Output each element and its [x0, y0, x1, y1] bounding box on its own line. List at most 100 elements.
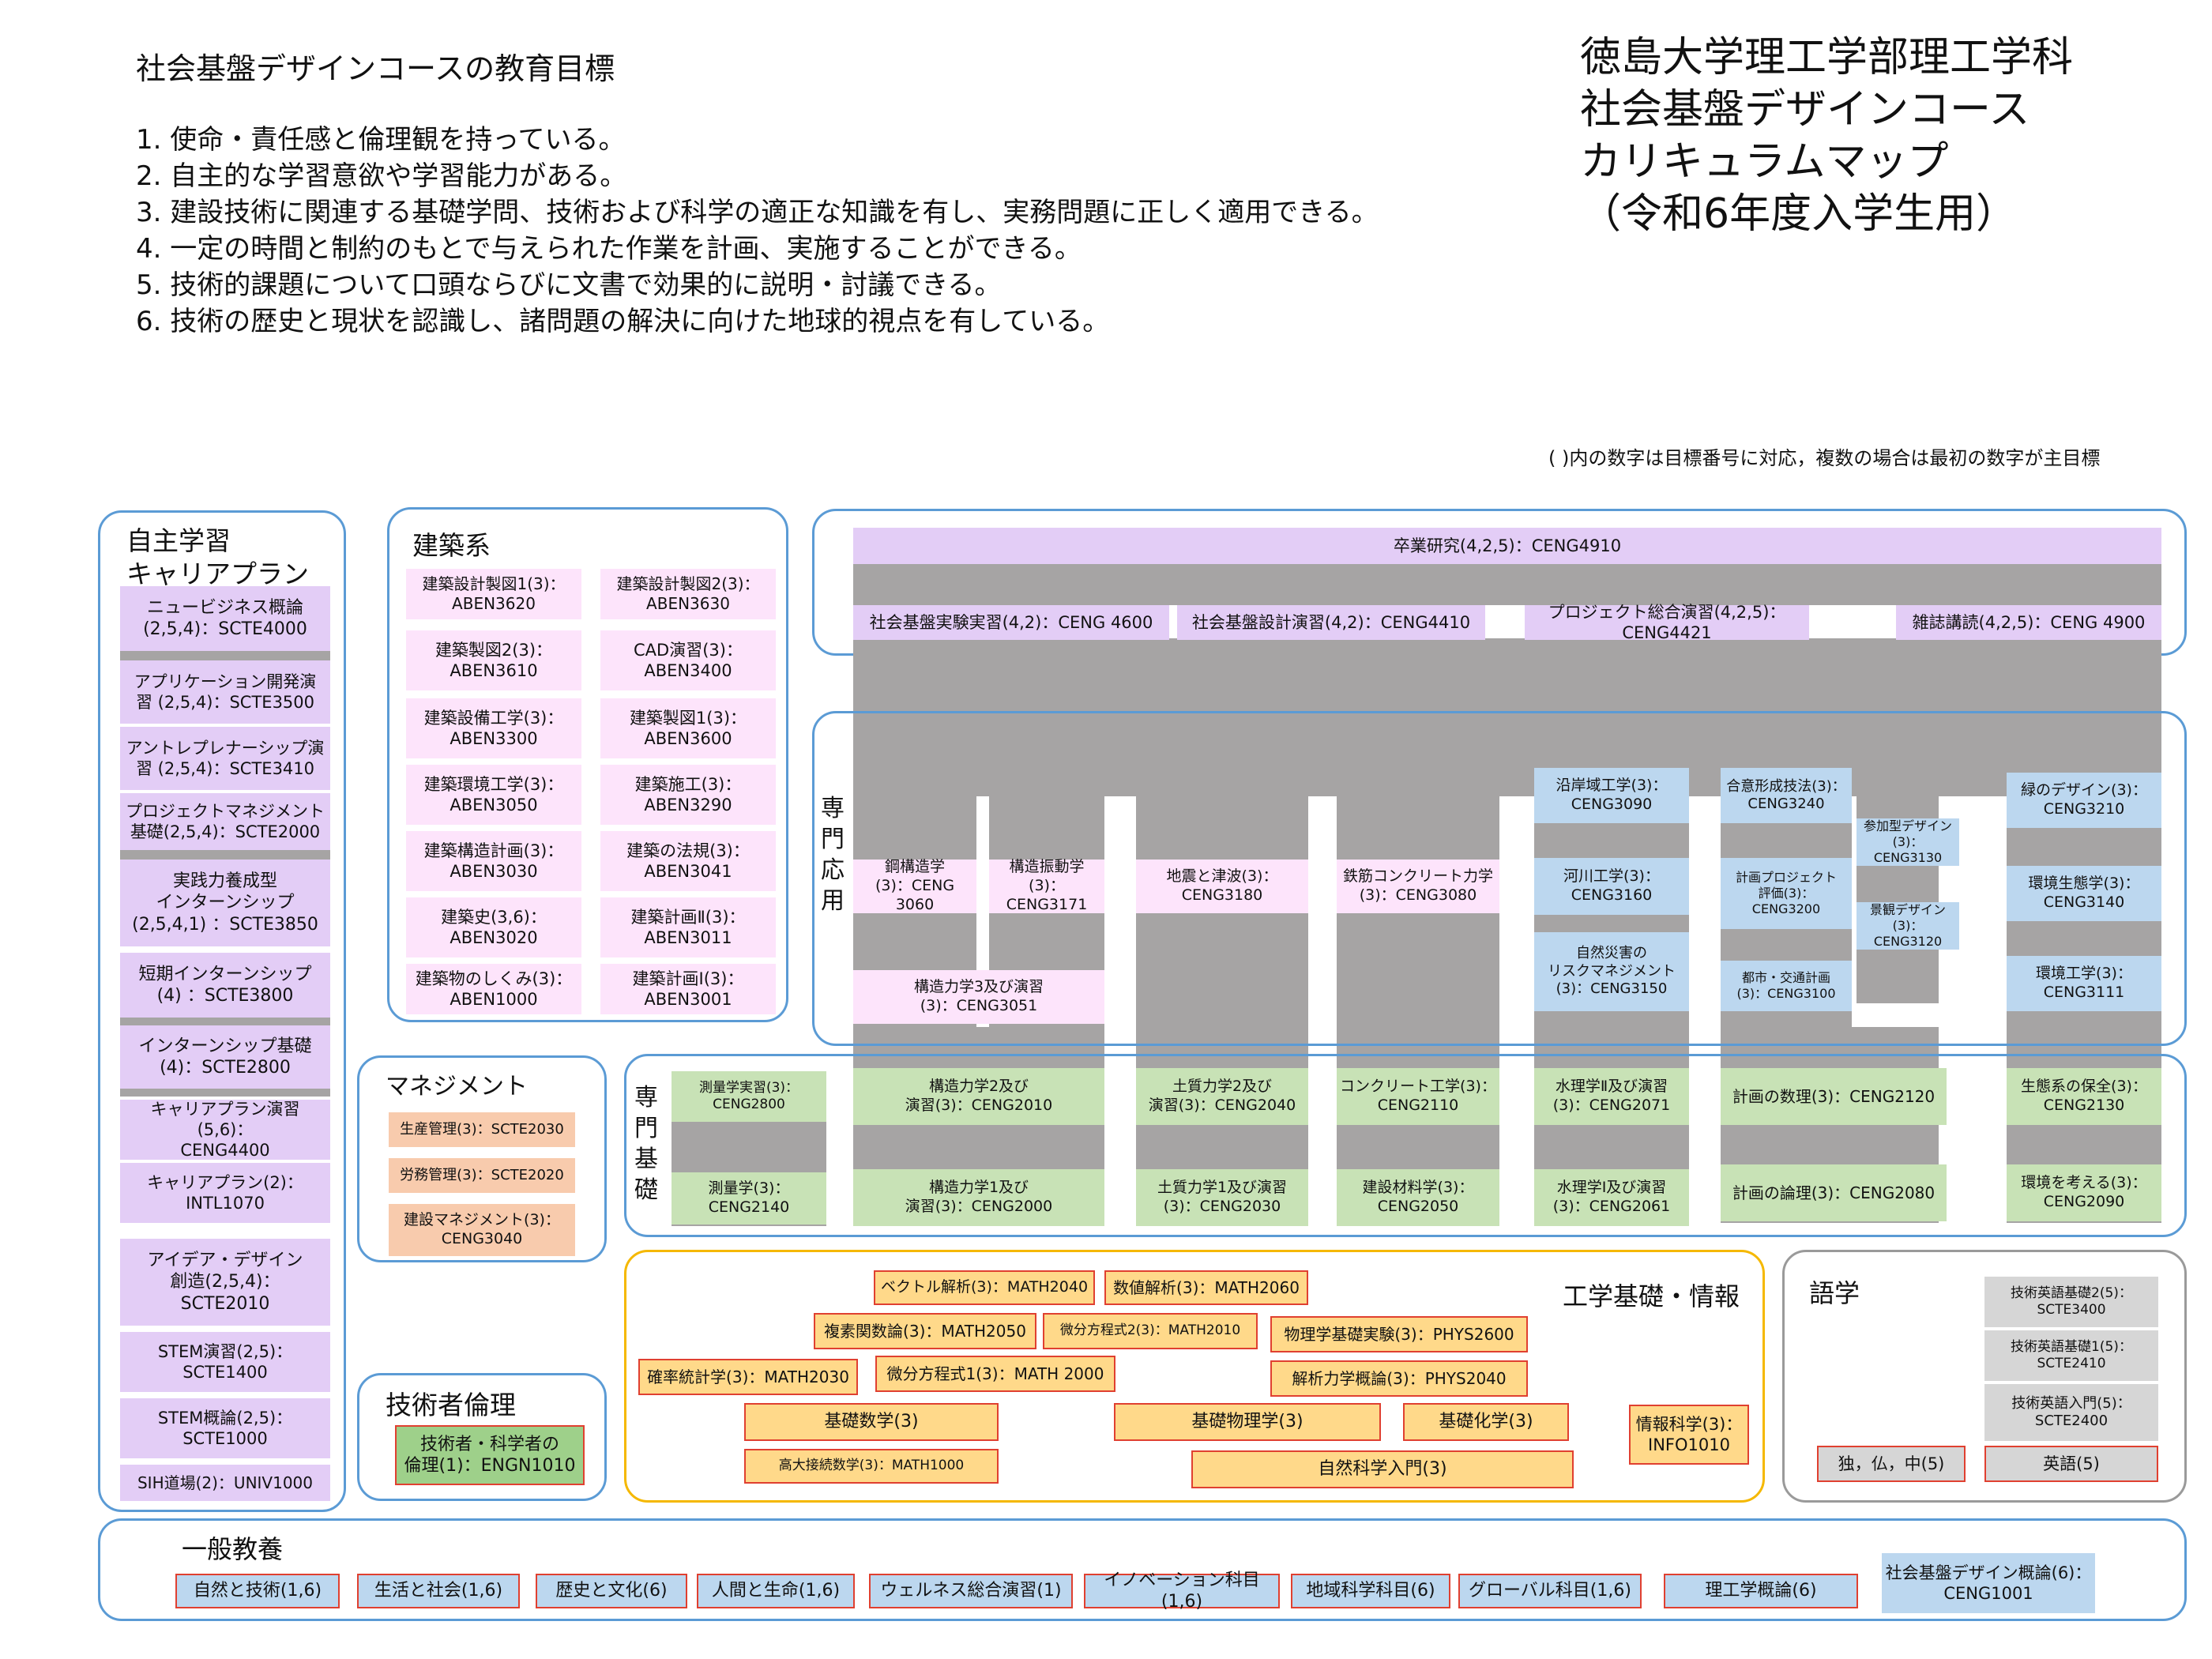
architecture-title: 建築系 — [412, 530, 491, 561]
course-box: 労務管理(3)：SCTE2020 — [389, 1158, 575, 1193]
goals-heading: 社会基盤デザインコースの教育目標 — [136, 51, 615, 86]
course-box: プロジェクトマネジメント 基礎(2,5,4)：SCTE2000 — [120, 793, 330, 850]
goal-item: 5. 技術的課題について口頭ならびに文書で効果的に説明・討議できる。 — [136, 269, 1002, 301]
course-box: CAD演習(3)： ABEN3400 — [600, 630, 776, 690]
ethics-group — [357, 1373, 607, 1501]
course-box: 技術英語基礎1(5)： SCTE2410 — [1984, 1330, 2158, 1381]
course-box: 建築設計製図1(3)： ABEN3620 — [406, 569, 581, 619]
course-box: インターンシップ基礎 (4)：SCTE2800 — [120, 1025, 330, 1089]
course-box: 雑誌講読(4,2,5)：CENG 4900 — [1896, 605, 2161, 640]
course-box: 鋼構造学 (3)：CENG 3060 — [853, 858, 976, 913]
architecture-group — [387, 507, 788, 1022]
course-box: アイデア・デザイン 創造(2,5,4)： SCTE2010 — [120, 1239, 330, 1326]
goal-number-note: ( )内の数字は目標番号に対応，複数の場合は最初の数字が主目標 — [1548, 447, 2101, 469]
management-title: マネジメント — [386, 1073, 528, 1100]
course-box: 建築計画Ⅰ(3)： ABEN3001 — [600, 964, 776, 1014]
course-box: 数値解析(3)：MATH2060 — [1104, 1270, 1308, 1305]
course-box: 短期インターンシップ (4) ：SCTE3800 — [120, 953, 330, 1018]
goal-item: 2. 自主的な学習意欲や学習能力がある。 — [136, 160, 627, 192]
course-box: 基礎物理学(3) — [1114, 1403, 1381, 1441]
goal-item: 6. 技術の歴史と現状を認識し、諸問題の解決に向けた地球的視点を有している。 — [136, 306, 1110, 337]
course-box: 歴史と文化(6) — [536, 1574, 687, 1608]
course-box: 環境生態学(3)： CENG3140 — [2007, 866, 2161, 921]
course-box: 自然科学入門(3) — [1191, 1450, 1574, 1488]
course-box: 構造力学3及び演習 (3)：CENG3051 — [853, 970, 1104, 1024]
general-title: 一般教養 — [182, 1534, 284, 1564]
course-box: 自然災害の リスクマネジメント (3)：CENG3150 — [1534, 932, 1689, 1011]
self-study-title: 自主学習 キャリアプラン — [126, 525, 309, 589]
course-box: 英語(5) — [1984, 1446, 2158, 1482]
title-line: 徳島大学理工学部理工学科 — [1580, 34, 2074, 81]
course-box: 測量学実習(3)： CENG2800 — [672, 1071, 826, 1122]
course-box: 情報科学(3)： INFO1010 — [1629, 1405, 1749, 1465]
course-box: 水理学Ⅰ及び演習 (3)：CENG2061 — [1534, 1169, 1689, 1226]
course-box: 建築製図1(3)： ABEN3600 — [600, 698, 776, 758]
course-box: 建築施工(3)： ABEN3290 — [600, 765, 776, 825]
goal-item: 1. 使命・責任感と倫理観を持っている。 — [136, 124, 626, 156]
course-box: 河川工学(3)： CENG3160 — [1534, 858, 1689, 915]
course-box: 建築計画Ⅱ(3)： ABEN3011 — [600, 897, 776, 957]
course-box: 建設マネジメント(3)： CENG3040 — [389, 1204, 575, 1256]
course-box: 技術英語入門(5)： SCTE2400 — [1984, 1384, 2158, 1441]
applied-group — [812, 711, 2187, 1046]
title-line: （令和6年度入学生用） — [1580, 190, 2018, 238]
course-box: 独，仏，中(5) — [1817, 1446, 1966, 1482]
course-box: グローバル科目(1,6) — [1458, 1574, 1642, 1608]
course-box: ベクトル解析(3)：MATH2040 — [874, 1270, 1095, 1305]
title-line: 社会基盤デザインコース — [1580, 86, 2030, 134]
course-box: ウェルネス総合演習(1) — [869, 1574, 1073, 1608]
course-box: 地域科学科目(6) — [1291, 1574, 1450, 1608]
self-study-group — [98, 510, 346, 1512]
course-box: 社会基盤設計演習(4,2)：CENG4410 — [1177, 605, 1485, 640]
course-box: コンクリート工学(3)： CENG2110 — [1337, 1068, 1499, 1125]
course-box: 自然と技術(1,6) — [175, 1574, 340, 1608]
course-box: 景観デザイン (3)：CENG3120 — [1856, 902, 1959, 950]
course-box: 参加型デザイン (3)：CENG3130 — [1856, 818, 1959, 866]
basic-label: 専門基礎 — [634, 1084, 658, 1204]
general-group — [98, 1518, 2187, 1621]
goal-item: 3. 建設技術に関連する基礎学問、技術および科学の適正な知識を有し、実務問題に正… — [136, 197, 1379, 228]
course-box: 理工学概論(6) — [1664, 1574, 1858, 1608]
course-box: 人間と生命(1,6) — [697, 1574, 855, 1608]
course-box: キャリアプラン(2)： INTL1070 — [120, 1163, 330, 1223]
course-box: 緑のデザイン(3)： CENG3210 — [2007, 773, 2161, 828]
course-box: 建築物のしくみ(3)： ABEN1000 — [406, 964, 581, 1014]
course-box: イノベーション科目(1,6) — [1084, 1571, 1280, 1612]
thesis-box: 卒業研究(4,2,5)：CENG4910 — [853, 528, 2161, 564]
course-box: 微分方程式2(3)：MATH2010 — [1043, 1313, 1258, 1349]
course-box: 構造力学2及び 演習(3)：CENG2010 — [853, 1068, 1104, 1125]
course-box: 建築史(3,6)： ABEN3020 — [406, 897, 581, 957]
course-box: 建築設計製図2(3)： ABEN3630 — [600, 569, 776, 619]
course-box: 測量学(3)： CENG2140 — [672, 1172, 826, 1224]
course-box: 構造力学1及び 演習(3)：CENG2000 — [853, 1169, 1104, 1226]
course-box: 水理学Ⅱ及び演習 (3)：CENG2071 — [1534, 1068, 1689, 1125]
course-box: 高大接続数学(3)：MATH1000 — [744, 1449, 999, 1484]
course-box: 計画の数理(3)：CENG2120 — [1721, 1068, 1947, 1125]
course-box: ニュービジネス概論 (2,5,4)：SCTE4000 — [120, 586, 330, 651]
course-box: 複素関数論(3)：MATH2050 — [814, 1313, 1036, 1349]
course-box: 生活と社会(1,6) — [357, 1574, 520, 1608]
goal-item: 4. 一定の時間と制約のもとで与えられた作業を計画、実施することができる。 — [136, 233, 1082, 265]
course-box: 鉄筋コンクリート力学 (3)：CENG3080 — [1337, 860, 1499, 913]
course-box: キャリアプラン演習(5,6)： CENG4400 — [120, 1100, 330, 1160]
course-box: 生態系の保全(3)： CENG2130 — [2007, 1068, 2161, 1125]
course-box: 社会基盤デザイン概論(6)： CENG1001 — [1882, 1553, 2095, 1613]
course-box: 沿岸域工学(3)： CENG3090 — [1534, 768, 1689, 823]
course-box: 実践力養成型 インターンシップ (2,5,4,1) ：SCTE3850 — [120, 860, 330, 946]
course-box: 建築環境工学(3)： ABEN3050 — [406, 765, 581, 825]
title-line: カリキュラムマップ — [1580, 138, 1949, 186]
course-box: 建築構造計画(3)： ABEN3030 — [406, 831, 581, 891]
course-box: 建設材料学(3)： CENG2050 — [1337, 1169, 1499, 1226]
goals-list: 1. 使命・責任感と倫理観を持っている。 2. 自主的な学習意欲や学習能力がある… — [136, 122, 1379, 340]
course-box: 解析力学概論(3)：PHYS2040 — [1270, 1360, 1528, 1397]
ethics-title: 技術者倫理 — [386, 1390, 516, 1420]
course-box: 技術英語基礎2(5)： SCTE3400 — [1984, 1277, 2158, 1327]
course-box: STEM演習(2,5)： SCTE1400 — [120, 1332, 330, 1392]
course-box: STEM概論(2,5)： SCTE1000 — [120, 1398, 330, 1458]
language-title: 語学 — [1809, 1278, 1860, 1308]
basic-group — [624, 1054, 2187, 1237]
course-box: 物理学基礎実験(3)：PHYS2600 — [1270, 1316, 1528, 1352]
course-box: 環境を考える(3)： CENG2090 — [2007, 1164, 2161, 1221]
document-title: 徳島大学理工学部理工学科 社会基盤デザインコース カリキュラムマップ （令和6年… — [1580, 32, 2073, 240]
course-box: プロジェクト総合演習(4,2,5)：CENG4421 — [1525, 603, 1809, 642]
